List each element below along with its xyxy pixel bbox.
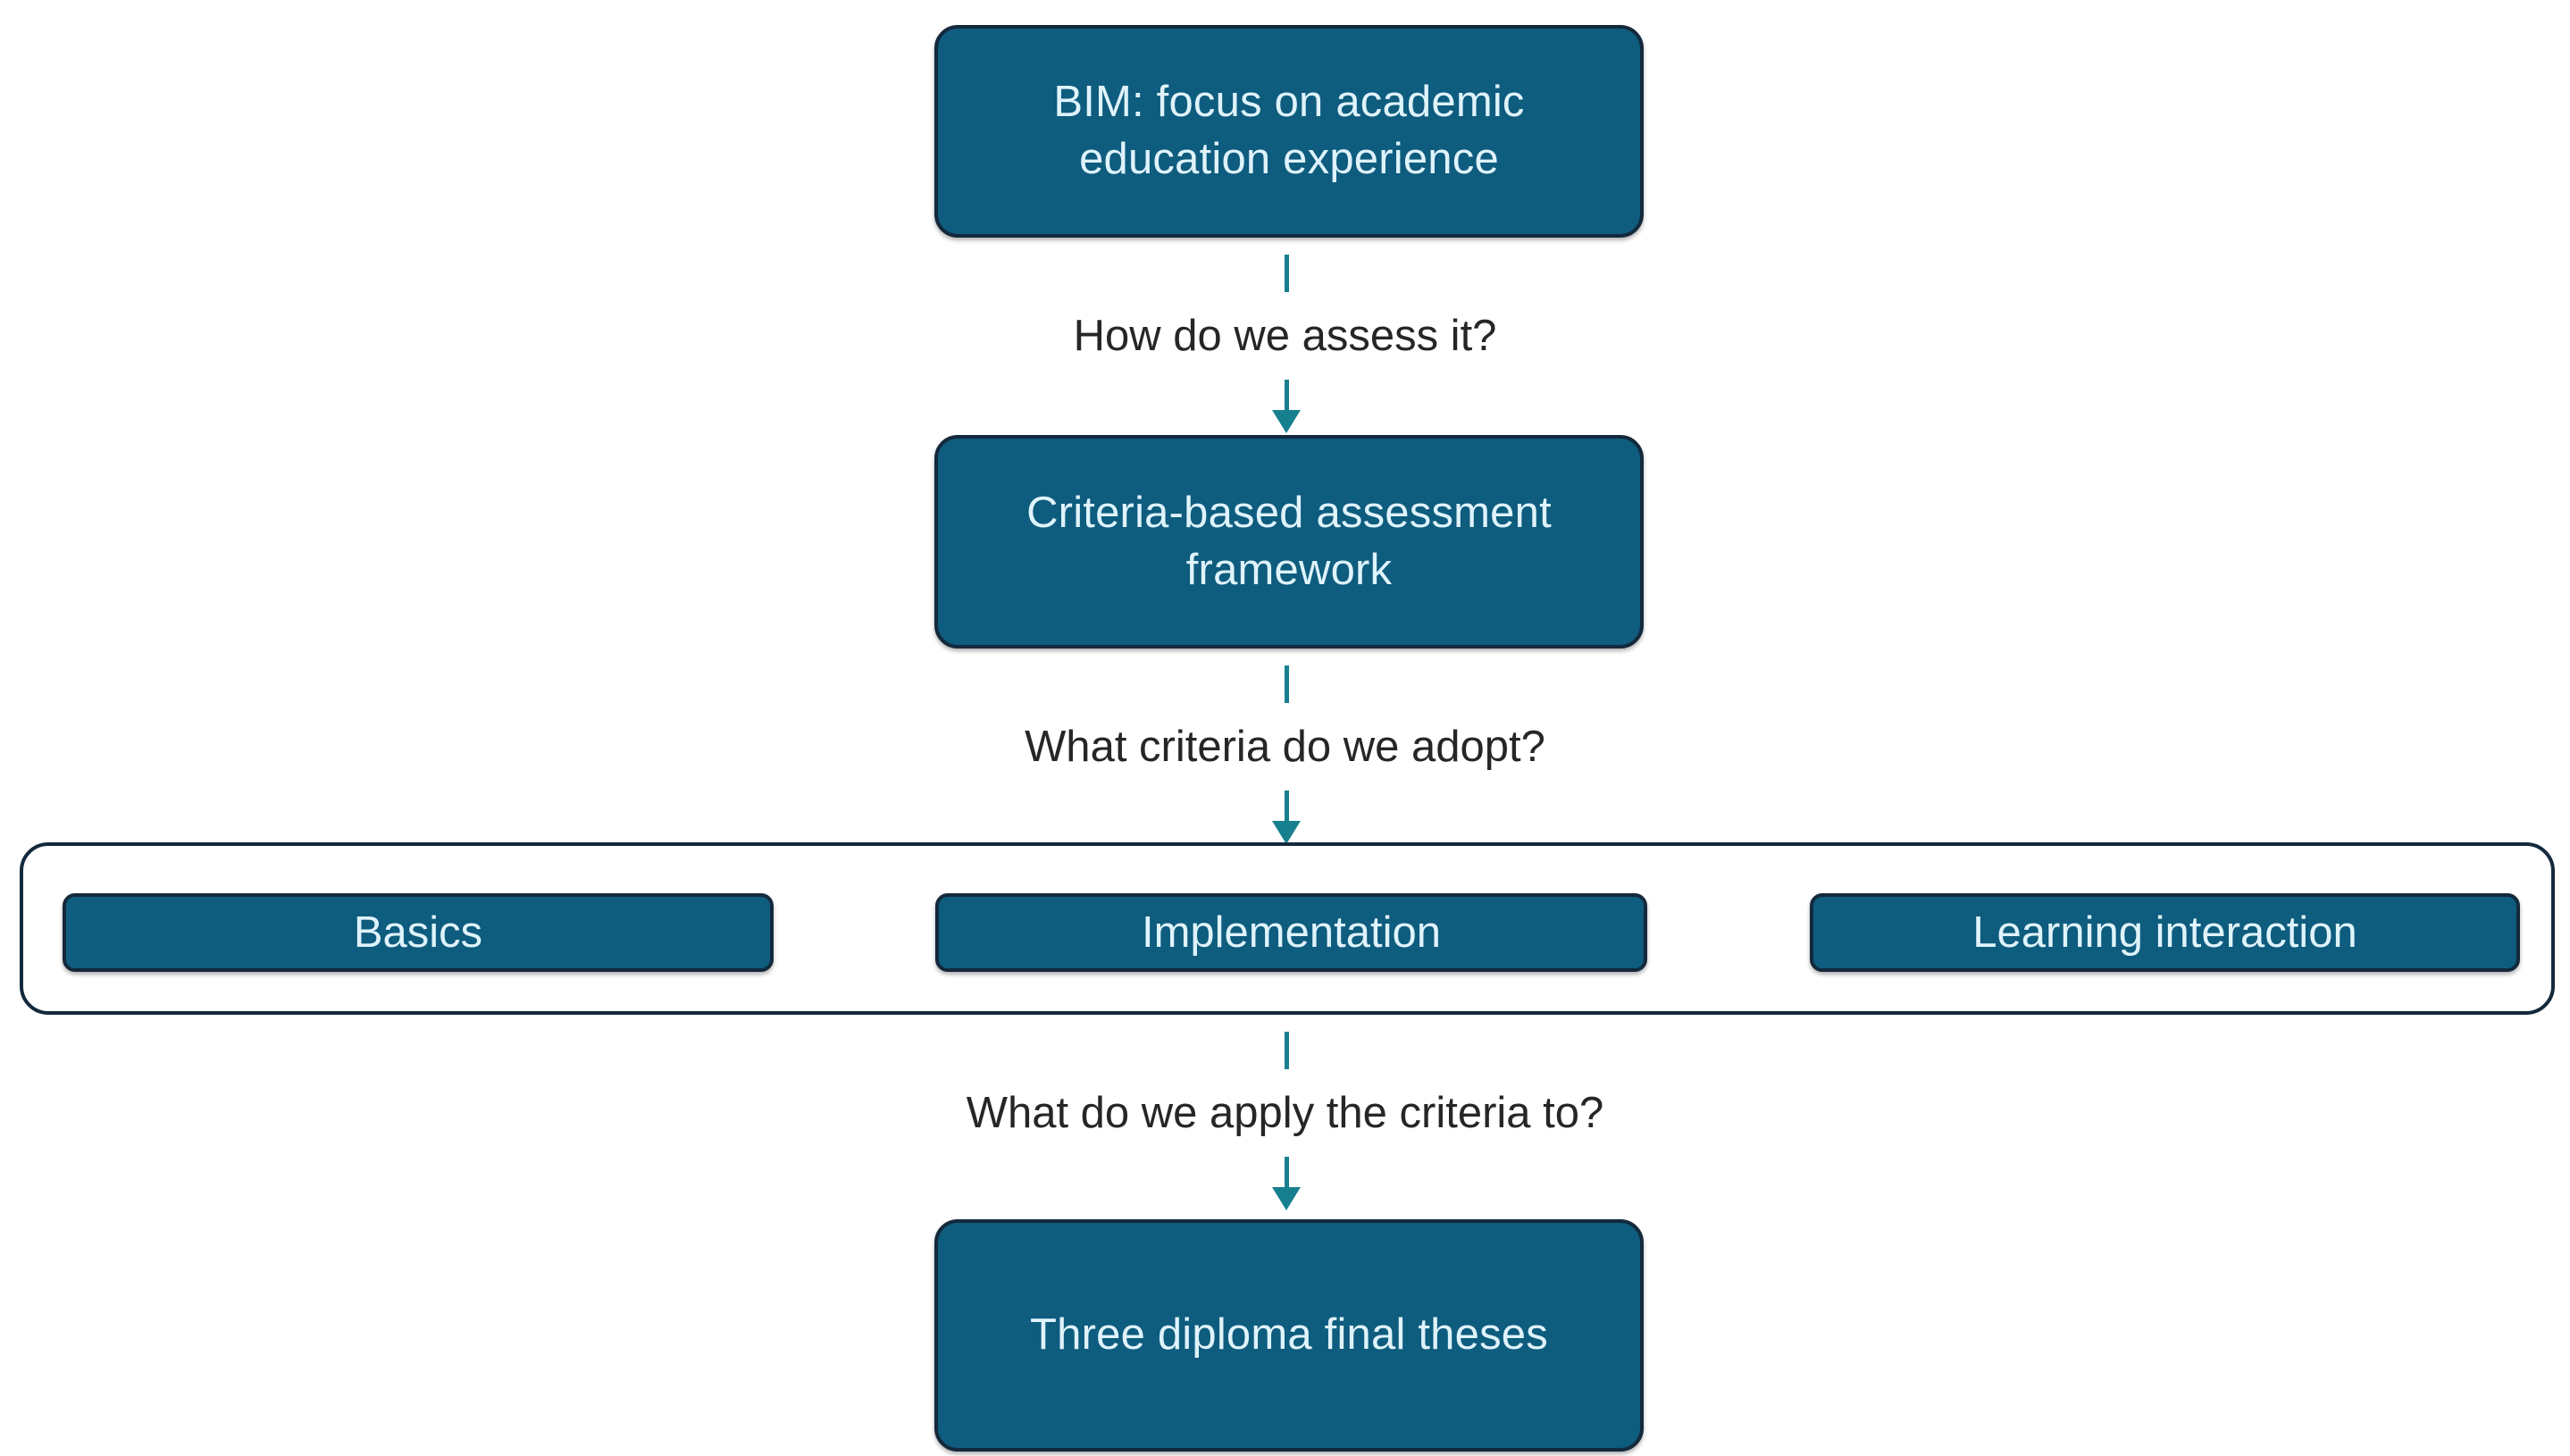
- connector-stub: [1285, 255, 1289, 292]
- node-theses-label: Three diploma final theses: [1030, 1310, 1548, 1360]
- node-framework: Criteria-based assessment framework: [934, 435, 1644, 649]
- criteria-group-container: Basics Implementation Learning interacti…: [20, 842, 2555, 1015]
- connector-shaft: [1285, 1157, 1289, 1191]
- connector-label-what-criteria-do-we-adopt: What criteria do we adopt?: [1025, 723, 1545, 771]
- criteria-node-basics-label: Basics: [353, 908, 483, 957]
- connector-shaft: [1285, 380, 1289, 414]
- node-theses: Three diploma final theses: [934, 1219, 1644, 1452]
- connector-label-how-do-we-assess-it: How do we assess it?: [1073, 312, 1497, 360]
- connector-shaft: [1285, 791, 1289, 824]
- connector-label-what-do-we-apply-the-criteria-to: What do we apply the criteria to?: [966, 1089, 1604, 1137]
- node-framework-label: Criteria-based assessment framework: [1026, 488, 1552, 594]
- connector-stub: [1285, 665, 1289, 703]
- criteria-node-implementation: Implementation: [935, 893, 1647, 972]
- criteria-node-learning-interaction: Learning interaction: [1810, 893, 2520, 972]
- connector-stub: [1285, 1032, 1289, 1069]
- criteria-node-learning-interaction-label: Learning interaction: [1972, 908, 2357, 957]
- arrow-down-icon: [1272, 821, 1301, 844]
- criteria-node-basics: Basics: [63, 893, 774, 972]
- arrow-down-icon: [1272, 1187, 1301, 1210]
- node-bim: BIM: focus on academic education experie…: [934, 25, 1644, 238]
- criteria-node-implementation-label: Implementation: [1141, 908, 1441, 957]
- arrow-down-icon: [1272, 410, 1301, 433]
- node-bim-label: BIM: focus on academic education experie…: [1053, 78, 1525, 183]
